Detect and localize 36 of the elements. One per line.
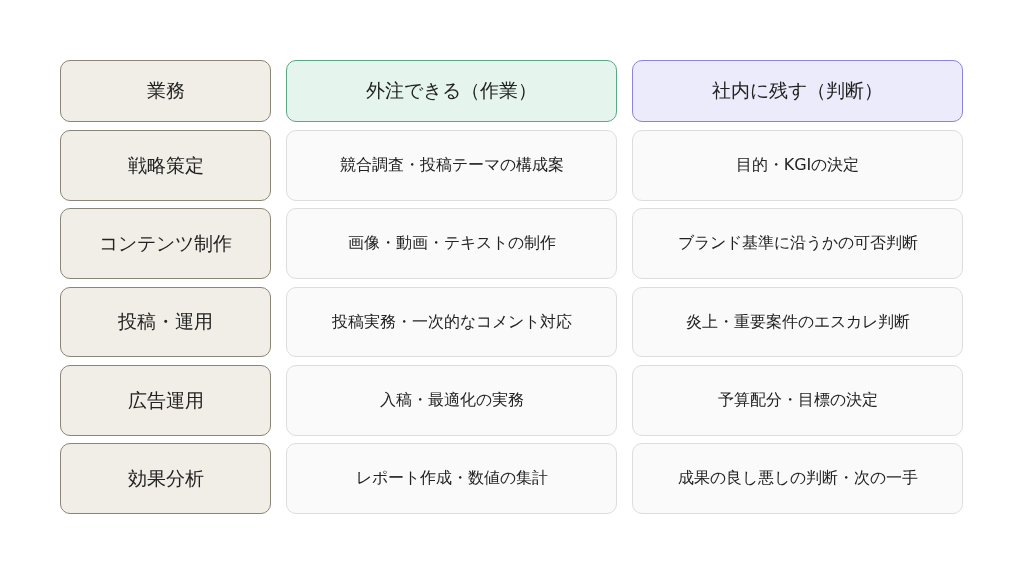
cell-text: ブランド基準に沿うかの可否判断 bbox=[677, 233, 918, 254]
table-cell-box bbox=[286, 208, 617, 279]
row-heading-box bbox=[60, 443, 271, 514]
row-heading-box bbox=[60, 130, 271, 201]
row-heading-box bbox=[60, 365, 271, 436]
cell-text: 炎上・重要案件のエスカレ判断 bbox=[685, 311, 910, 333]
cell-text: 競合調査・投稿テーマの構成案 bbox=[339, 155, 564, 176]
table-cell-box bbox=[286, 130, 617, 201]
cell-text: 効果分析 bbox=[127, 465, 204, 491]
cell-text: 外注できる（作業） bbox=[366, 78, 537, 103]
cell-text: 戦略策定 bbox=[127, 152, 204, 178]
table-cell-box bbox=[632, 208, 963, 279]
cell-text: 画像・動画・テキストの制作 bbox=[347, 233, 556, 254]
cell-text: 業務 bbox=[146, 78, 185, 103]
table-cell-box bbox=[632, 443, 963, 514]
cell-text: 広告運用 bbox=[127, 387, 204, 413]
column-header-box bbox=[286, 60, 617, 122]
table-cell-box bbox=[286, 365, 617, 436]
cell-text: レポート作成・数値の集計 bbox=[355, 468, 548, 489]
row-heading-box bbox=[60, 60, 271, 122]
cell-text: 社内に残す（判断） bbox=[712, 78, 883, 103]
cell-text: コンテンツ制作 bbox=[99, 230, 232, 256]
cell-text: 投稿・運用 bbox=[118, 309, 213, 334]
cell-text: 予算配分・目標の決定 bbox=[717, 390, 878, 411]
cell-text: 投稿実務・一次的なコメント対応 bbox=[331, 311, 572, 333]
table-cell-box bbox=[632, 287, 963, 357]
table-cell-box bbox=[286, 443, 617, 514]
cell-text: 目的・KGIの決定 bbox=[735, 155, 860, 176]
cell-text: 成果の良し悪しの判断・次の一手 bbox=[677, 468, 918, 489]
table-cell-box bbox=[286, 287, 617, 357]
cell-text: 入稿・最適化の実務 bbox=[379, 390, 524, 411]
row-heading-box bbox=[60, 287, 271, 357]
table-cell-box bbox=[632, 130, 963, 201]
column-header-box bbox=[632, 60, 963, 122]
table-cell-box bbox=[632, 365, 963, 436]
row-heading-box bbox=[60, 208, 271, 279]
